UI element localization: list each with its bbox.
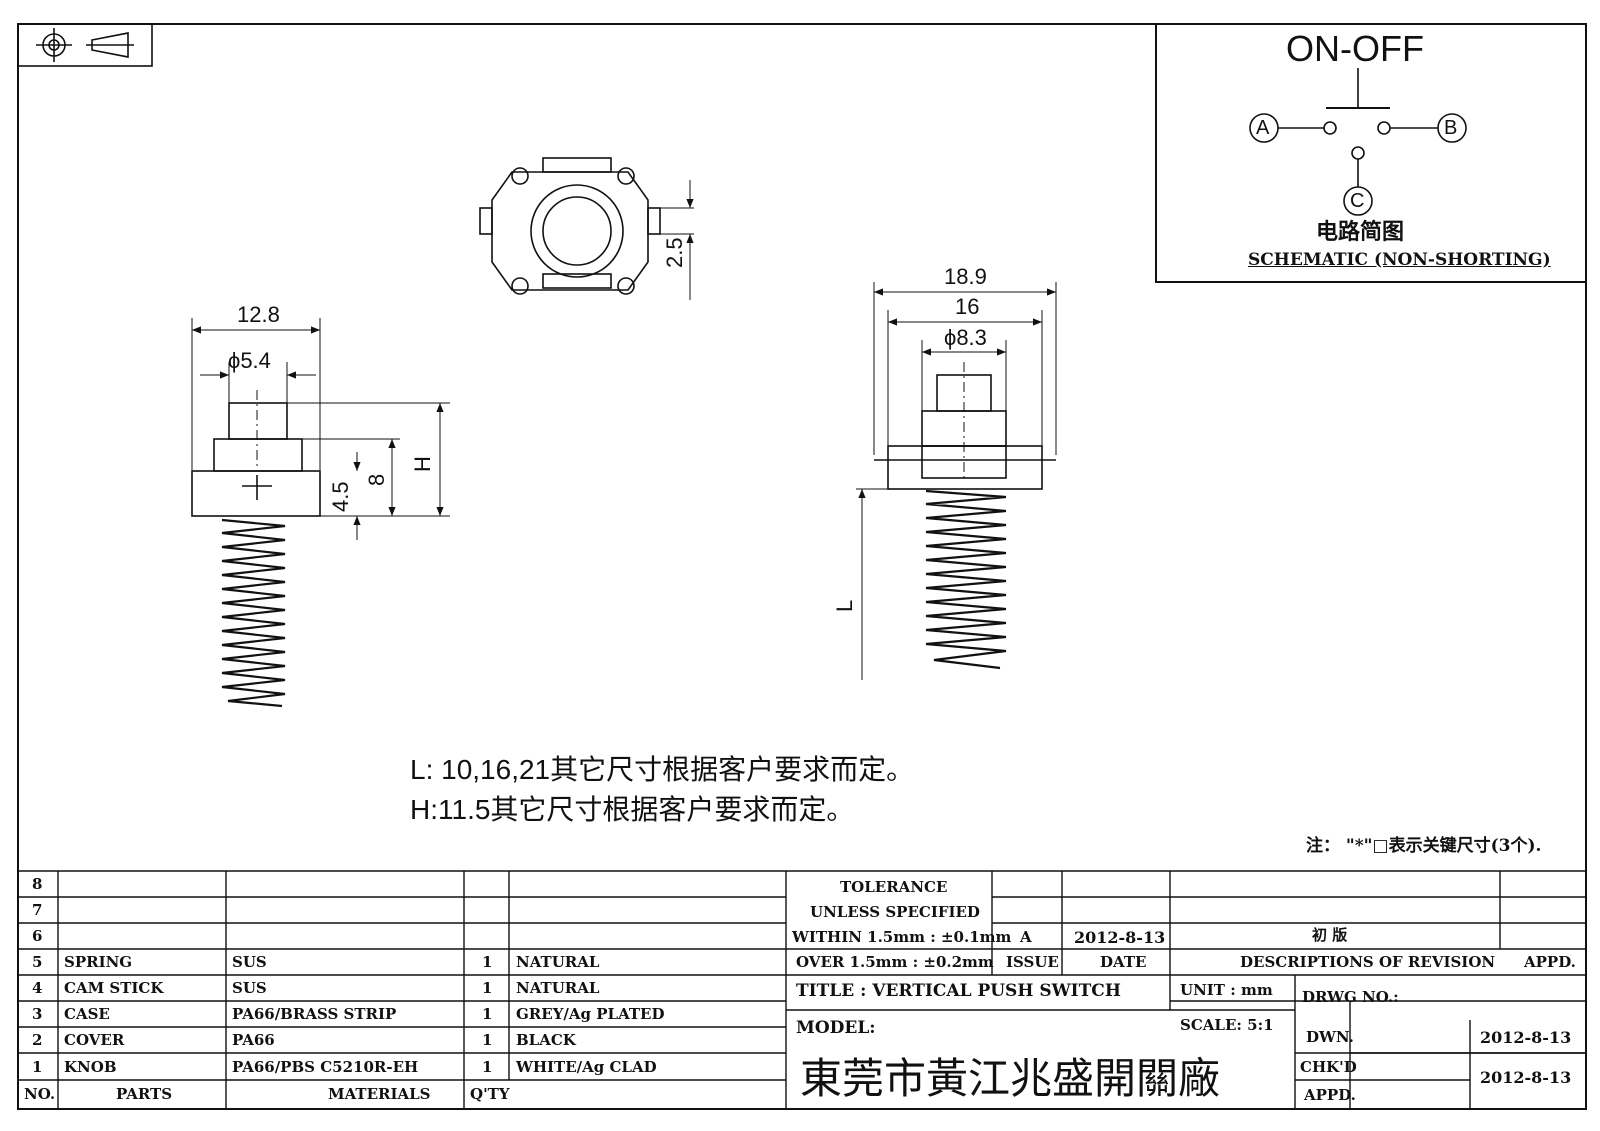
row-finish: NATURAL xyxy=(516,953,600,971)
table-row-no: 8 xyxy=(32,875,43,893)
date-label: DATE xyxy=(1100,953,1147,971)
dim-side-knob-dia: ϕ5.4 xyxy=(228,348,271,373)
dim-side-h: H xyxy=(410,456,435,472)
row-no: 3 xyxy=(32,1005,43,1023)
row-part: COVER xyxy=(64,1031,125,1049)
dim-side-4-5: 4.5 xyxy=(328,481,353,512)
terminal-b-label: B xyxy=(1444,117,1458,139)
schematic-caption-cn: 电路简图 xyxy=(1316,220,1405,245)
row-qty: 1 xyxy=(482,1058,493,1076)
row-part: KNOB xyxy=(64,1058,117,1076)
row-finish: GREY/Ag PLATED xyxy=(516,1005,665,1023)
note-length-l: L: 10,16,21其它尺寸根据客户要求而定。 xyxy=(410,754,915,785)
tolerance-line-2: UNLESS SPECIFIED xyxy=(810,903,980,921)
chkd-label: CHK'D xyxy=(1300,1058,1357,1076)
dim-front-l: L xyxy=(832,599,857,612)
revision-date: 2012-8-13 xyxy=(1074,928,1166,947)
revision-description: 初 版 xyxy=(1312,926,1348,944)
dim-front-knob-dia: ϕ8.3 xyxy=(944,325,987,350)
tolerance-line-3: WITHIN 1.5mm : ±0.1mm xyxy=(792,928,1012,946)
row-finish: WHITE/Ag CLAD xyxy=(516,1058,657,1076)
row-qty: 1 xyxy=(482,1005,493,1023)
unit-label: UNIT : mm xyxy=(1180,981,1273,999)
row-material: PA66 xyxy=(232,1031,275,1049)
row-part: SPRING xyxy=(64,953,133,971)
tolerance-line-1: TOLERANCE xyxy=(840,878,948,896)
note-key-dimensions: 注： "*"□表示关键尺寸(3个). xyxy=(1306,836,1542,856)
schematic-title: ON-OFF xyxy=(1286,28,1424,69)
tolerance-line-4: OVER 1.5mm : ±0.2mm xyxy=(796,953,994,971)
row-part: CAM STICK xyxy=(64,979,164,997)
appd2-label: APPD. xyxy=(1304,1086,1356,1104)
table-row-no: 7 xyxy=(32,901,43,919)
row-qty: 1 xyxy=(482,953,493,971)
note-height-h: H:11.5其它尺寸根据客户要求而定。 xyxy=(410,794,855,825)
revision-label: DESCRIPTIONS OF REVISION xyxy=(1240,953,1496,971)
row-qty: 1 xyxy=(482,979,493,997)
row-no: 2 xyxy=(32,1031,43,1049)
appd-label: APPD. xyxy=(1524,953,1576,971)
dim-side-width: 12.8 xyxy=(237,302,280,327)
side-view-drawing xyxy=(191,318,450,708)
dim-front-overall: 18.9 xyxy=(944,264,987,289)
chkd-date: 2012-8-13 xyxy=(1480,1068,1572,1087)
top-view-drawing xyxy=(479,157,694,300)
issue-label: ISSUE xyxy=(1006,953,1059,971)
issue-value: A xyxy=(1020,928,1032,946)
company-name: 東莞市黃江兆盛開關廠 xyxy=(800,1054,1221,1103)
projection-symbol-icon xyxy=(17,23,153,67)
row-no: 4 xyxy=(32,979,43,997)
dwn-label: DWN. xyxy=(1306,1028,1354,1046)
dwn-date: 2012-8-13 xyxy=(1480,1028,1572,1047)
header-parts: PARTS xyxy=(116,1085,173,1103)
header-no: NO. xyxy=(24,1085,56,1103)
row-qty: 1 xyxy=(482,1031,493,1049)
drawing-title: TITLE : VERTICAL PUSH SWITCH xyxy=(796,981,1121,1001)
row-material: SUS xyxy=(232,979,267,997)
row-part: CASE xyxy=(64,1005,110,1023)
table-row-no: 6 xyxy=(32,927,43,945)
dim-front-body: 16 xyxy=(955,294,980,319)
row-no: 1 xyxy=(32,1058,43,1076)
title-block-grid xyxy=(786,870,1586,1109)
header-qty: Q'TY xyxy=(470,1085,510,1103)
scale-label: SCALE: 5:1 xyxy=(1180,1016,1274,1034)
model-label: MODEL: xyxy=(796,1018,876,1038)
row-material: PA66/PBS C5210R-EH xyxy=(232,1058,419,1076)
header-materials: MATERIALS xyxy=(328,1085,431,1103)
drawing-number-label: DRWG NO.: xyxy=(1302,988,1399,1006)
row-finish: BLACK xyxy=(516,1031,576,1049)
dim-side-8: 8 xyxy=(364,473,389,486)
parts-table-grid xyxy=(18,870,787,1109)
row-material: PA66/BRASS STRIP xyxy=(232,1005,397,1023)
dim-tab-2-5: 2.5 xyxy=(662,237,687,268)
row-material: SUS xyxy=(232,953,267,971)
terminal-a-label: A xyxy=(1256,117,1270,139)
row-finish: NATURAL xyxy=(516,979,600,997)
spring-coil-front xyxy=(925,489,1007,670)
terminal-c-label: C xyxy=(1350,190,1365,212)
sheet-border xyxy=(17,23,1587,1110)
front-view-drawing xyxy=(856,282,1057,680)
row-no: 5 xyxy=(32,953,43,971)
schematic-caption-en: SCHEMATIC (NON-SHORTING) xyxy=(1248,250,1551,270)
schematic-diagram xyxy=(1155,23,1587,283)
spring-coil xyxy=(221,518,286,708)
